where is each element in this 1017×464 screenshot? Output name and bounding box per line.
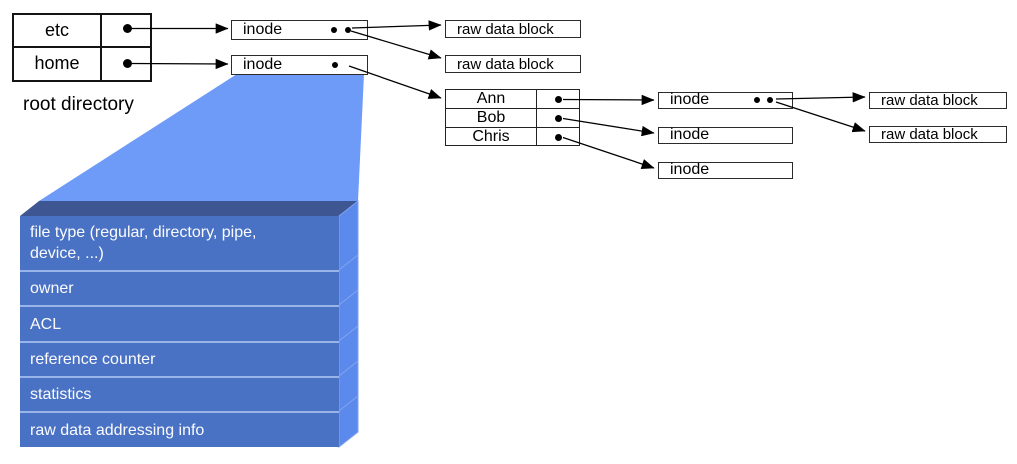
dir-entry-pointer-cell — [537, 109, 579, 128]
pointer-dot-icon — [554, 134, 562, 141]
pointer-dot-icon — [345, 27, 351, 33]
pointer-dot-icon — [554, 96, 562, 103]
raw-data-block: raw data block — [869, 126, 1007, 143]
dir-entry-name: Chris — [446, 128, 537, 146]
dir-entry-name: etc — [14, 15, 102, 48]
root-directory-caption: root directory — [23, 94, 134, 115]
pointer-dot-icon — [331, 27, 337, 33]
root-directory-table: etc home — [12, 13, 152, 82]
inode-box-chris: inode — [658, 161, 793, 179]
inode-label: inode — [670, 161, 710, 178]
inode-field: owner — [20, 270, 339, 305]
inode-box-ann: inode — [658, 91, 793, 109]
pointer-dot-icon — [122, 24, 132, 33]
inode-label: inode — [670, 91, 710, 108]
inode-label: inode — [670, 126, 710, 143]
inode-box-bob: inode — [658, 126, 793, 144]
inode-detail-stack: file type (regular, directory, pipe, dev… — [20, 216, 339, 447]
magnifier-funnel-shape — [39, 74, 364, 201]
raw-data-block-label: raw data block — [881, 126, 978, 143]
raw-data-block-label: raw data block — [457, 20, 554, 38]
dir-entry-pointer-cell — [102, 15, 150, 48]
inode-field: statistics — [20, 376, 339, 411]
raw-data-block-label: raw data block — [457, 55, 554, 73]
pointer-dot-icon — [122, 59, 132, 68]
pointer-dot-icon — [554, 115, 562, 122]
stack-top-face — [20, 201, 358, 216]
dir-entry-pointer-cell — [537, 90, 579, 109]
inode-box-home: inode — [231, 54, 368, 75]
dir-entry-name: Bob — [446, 109, 537, 128]
raw-data-block: raw data block — [445, 20, 581, 38]
raw-data-block: raw data block — [445, 55, 581, 73]
inode-field: raw data addressing info — [20, 411, 339, 447]
stack-side-faces — [338, 199, 359, 449]
dir-entry-name: home — [14, 47, 102, 80]
pointer-dot-icon — [767, 97, 773, 103]
stack-side-face — [338, 394, 359, 449]
raw-data-block: raw data block — [869, 92, 1007, 109]
inode-field: reference counter — [20, 341, 339, 376]
inode-label: inode — [243, 55, 283, 73]
raw-data-block-label: raw data block — [881, 92, 978, 109]
pointer-dot-icon — [332, 61, 338, 68]
dir-entry-name: Ann — [446, 90, 537, 109]
pointer-dot-icon — [754, 97, 760, 103]
inode-field: ACL — [20, 305, 339, 341]
inode-label: inode — [243, 21, 283, 38]
inode-box-etc: inode — [231, 20, 368, 40]
inode-field: file type (regular, directory, pipe, dev… — [20, 216, 339, 270]
